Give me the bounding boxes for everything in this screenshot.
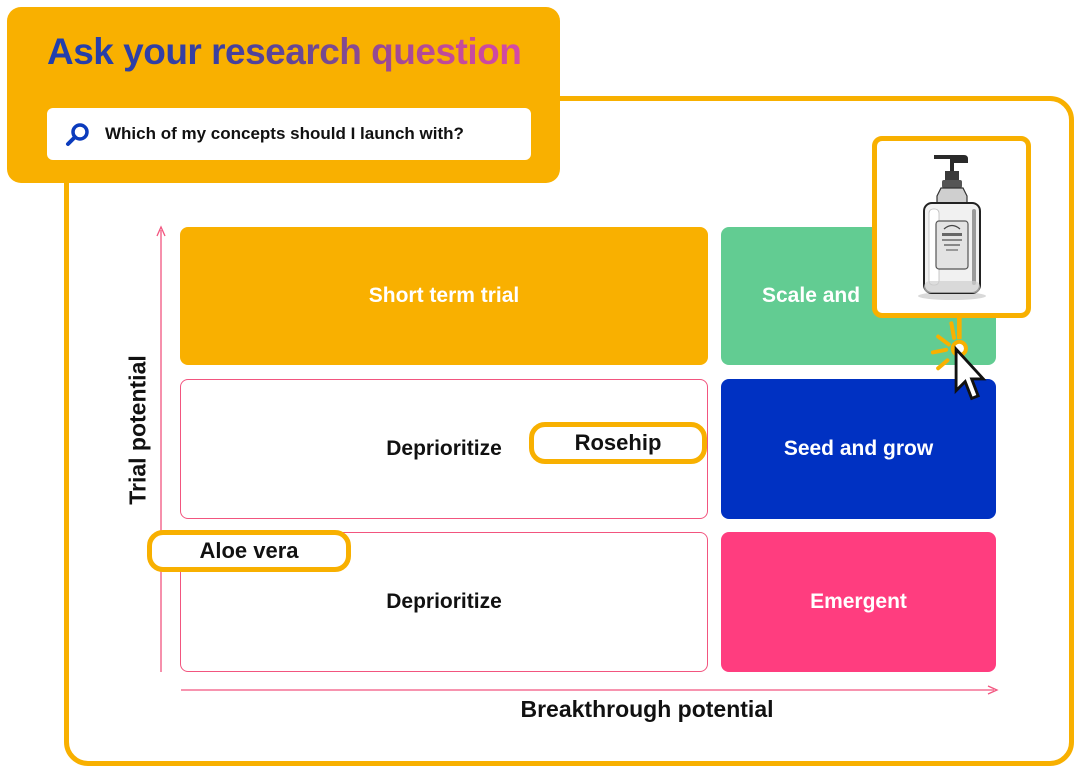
- x-axis-label: Breakthrough potential: [520, 696, 774, 722]
- quadrant-short-term-trial: Short term trial: [180, 227, 708, 365]
- quadrant-label: Short term trial: [368, 284, 520, 307]
- concept-marker-rosehip[interactable]: Rosehip: [529, 422, 707, 464]
- marker-label: Rosehip: [574, 430, 662, 455]
- content-frame: [64, 96, 1074, 766]
- y-axis-arrow: [156, 225, 166, 672]
- search-icon: [66, 123, 89, 146]
- concept-marker-aloe-vera[interactable]: Aloe vera: [147, 530, 351, 572]
- quadrant-emergent: Emergent: [721, 532, 996, 672]
- quadrant-seed-and-grow: Seed and grow: [721, 379, 996, 519]
- x-axis-arrow: [181, 685, 999, 695]
- cursor-icon: [930, 318, 987, 401]
- marker-label: Aloe vera: [199, 538, 299, 563]
- research-question-card: Ask your research question Which of my c…: [7, 7, 560, 183]
- search-input[interactable]: Which of my concepts should I launch wit…: [47, 108, 531, 160]
- search-query-text: Which of my concepts should I launch wit…: [105, 124, 464, 143]
- quadrant-label: Scale and: [762, 284, 861, 307]
- quadrant-label: Deprioritize: [386, 437, 502, 460]
- y-axis-label: Trial potential: [124, 355, 151, 505]
- quadrant-label: Emergent: [810, 590, 907, 613]
- quadrant-label: Deprioritize: [386, 590, 502, 613]
- product-preview-card[interactable]: [872, 136, 1031, 318]
- product-bottle-image: [918, 155, 986, 300]
- click-burst: [930, 321, 957, 371]
- page-title: Ask your research question: [47, 31, 522, 72]
- quadrant-label: Seed and grow: [783, 437, 934, 460]
